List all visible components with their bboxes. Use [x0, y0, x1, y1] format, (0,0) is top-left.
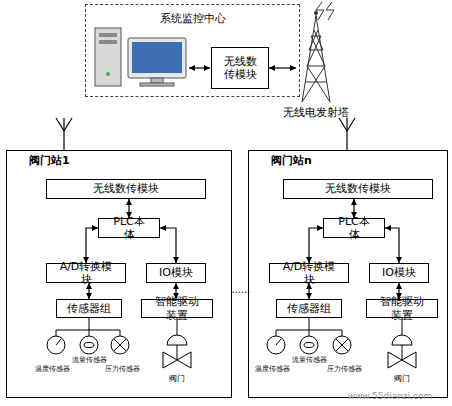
computer-link-arrow [189, 67, 210, 68]
pressure-sensor-mark [114, 339, 126, 351]
bidirectional-arrow [309, 228, 323, 263]
process-box: 智能驱动装置 [141, 299, 213, 318]
node-label: 智能驱动装置 [151, 295, 203, 321]
server-bay [99, 40, 117, 44]
process-box: 无线数传模块 [283, 179, 433, 199]
radio-tower: 无线电发射塔 [296, 10, 336, 102]
watermark: www.55dianzi.com [348, 391, 432, 402]
sensor-wire [276, 318, 342, 336]
node-label: 无线数传模块 [325, 182, 391, 195]
pressure-sensor-symbol [111, 336, 129, 354]
station-frame: 阀门站1 无线数传模块 PLC本体 A/D转换模块 IO模块传感器组 智能驱动装置 [6, 150, 232, 398]
process-box: 传感器组 [56, 299, 122, 318]
pressure-sensor-mark [336, 339, 348, 351]
antenna-arm [347, 118, 355, 131]
computer-illustration [95, 28, 210, 86]
gauge-needle [56, 339, 61, 345]
component-label: 温度传感器 [35, 365, 70, 373]
component-label: 压力传感器 [105, 365, 140, 373]
valve-actuator [167, 335, 187, 345]
component-label: 阀门 [394, 374, 410, 384]
process-box: IO模块 [146, 263, 206, 283]
valve-actuator [392, 335, 412, 345]
radio-wave [326, 2, 334, 20]
component-label: 流量传感器 [292, 356, 327, 364]
tower-lattice [302, 10, 330, 102]
process-box: IO模块 [369, 263, 429, 283]
process-box: A/D转换模块 [269, 263, 349, 283]
component-label: 压力传感器 [327, 365, 362, 373]
node-label: IO模块 [382, 266, 416, 279]
process-box: 无线数传模块 [46, 179, 206, 199]
monitor-stand [151, 78, 163, 83]
bidirectional-arrow [269, 67, 296, 68]
process-box: A/D转换模块 [46, 263, 126, 283]
flow-sensor-mark [84, 343, 94, 348]
bidirectional-arrow [86, 228, 98, 263]
tower-outline [296, 10, 336, 102]
node-label: 传感器组 [287, 302, 331, 315]
node-label: PLC本体 [333, 215, 375, 241]
node-label: 无线数传模块 [93, 182, 159, 195]
radio-waves [316, 2, 334, 20]
node-label: 智能驱动装置 [376, 295, 428, 321]
temperature-sensor-symbol [47, 336, 65, 354]
bidirectional-arrow [160, 228, 176, 263]
gauge-needle [276, 339, 281, 345]
process-box: PLC本体 [323, 218, 385, 238]
station-frame: 阀门站n 无线数传模块 PLC本体 A/D转换模块 IO模块传感器组 智能驱动装置 [248, 150, 448, 398]
sensor-wiring [56, 318, 342, 336]
server-led [106, 72, 110, 76]
node-label: A/D转换模块 [279, 260, 339, 286]
tower-beacon [314, 11, 318, 15]
component-label: 流量传感器 [72, 356, 107, 364]
antenna-arm [339, 118, 347, 131]
node-label: 传感器组 [67, 302, 111, 315]
monitor-base [140, 83, 174, 86]
valve-body [388, 352, 416, 368]
process-box: 无线数传模块 [211, 47, 269, 89]
valve-stem [177, 345, 178, 360]
node-label: 无线数传模块 [221, 55, 259, 81]
sensor-wire [56, 318, 120, 336]
component-label: 温度传感器 [255, 365, 290, 373]
antenna-arm [64, 118, 72, 131]
node-label: A/D转换模块 [56, 260, 116, 286]
monitor-frame [128, 38, 186, 78]
group-frame: 系统监控中心无线数传模块 [85, 4, 300, 97]
flow-sensor-symbol [80, 336, 98, 354]
bidirectional-arrow [385, 228, 399, 263]
flow-sensor-mark [304, 343, 314, 348]
node-label: 阀门站1 [29, 153, 70, 168]
antenna-mast [346, 118, 347, 151]
server-bay [99, 33, 117, 37]
monitor-screen [132, 42, 182, 73]
server-case [95, 28, 121, 86]
valve-body [163, 352, 191, 368]
pressure-sensor-symbol [333, 336, 351, 354]
node-label: 阀门站n [271, 153, 312, 168]
component-label: 阀门 [169, 374, 185, 384]
node-label: IO模块 [159, 266, 193, 279]
flow-sensor-symbol [300, 336, 318, 354]
valve-symbols [163, 318, 416, 368]
node-label: 系统监控中心 [86, 11, 299, 26]
sensor-symbols [47, 336, 351, 354]
antenna-mast [63, 118, 64, 151]
node-label: 无线电发射塔 [283, 105, 349, 120]
antenna-arm [56, 118, 64, 131]
valve-stem [402, 345, 403, 360]
node-label: PLC本体 [108, 215, 150, 241]
radio-wave [316, 2, 324, 20]
temperature-sensor-symbol [267, 336, 285, 354]
ellipsis-mark: ...... [231, 284, 250, 296]
process-box: 传感器组 [276, 299, 342, 318]
process-box: 智能驱动装置 [366, 299, 438, 318]
antenna-symbol [56, 118, 355, 151]
process-box: PLC本体 [98, 218, 160, 238]
